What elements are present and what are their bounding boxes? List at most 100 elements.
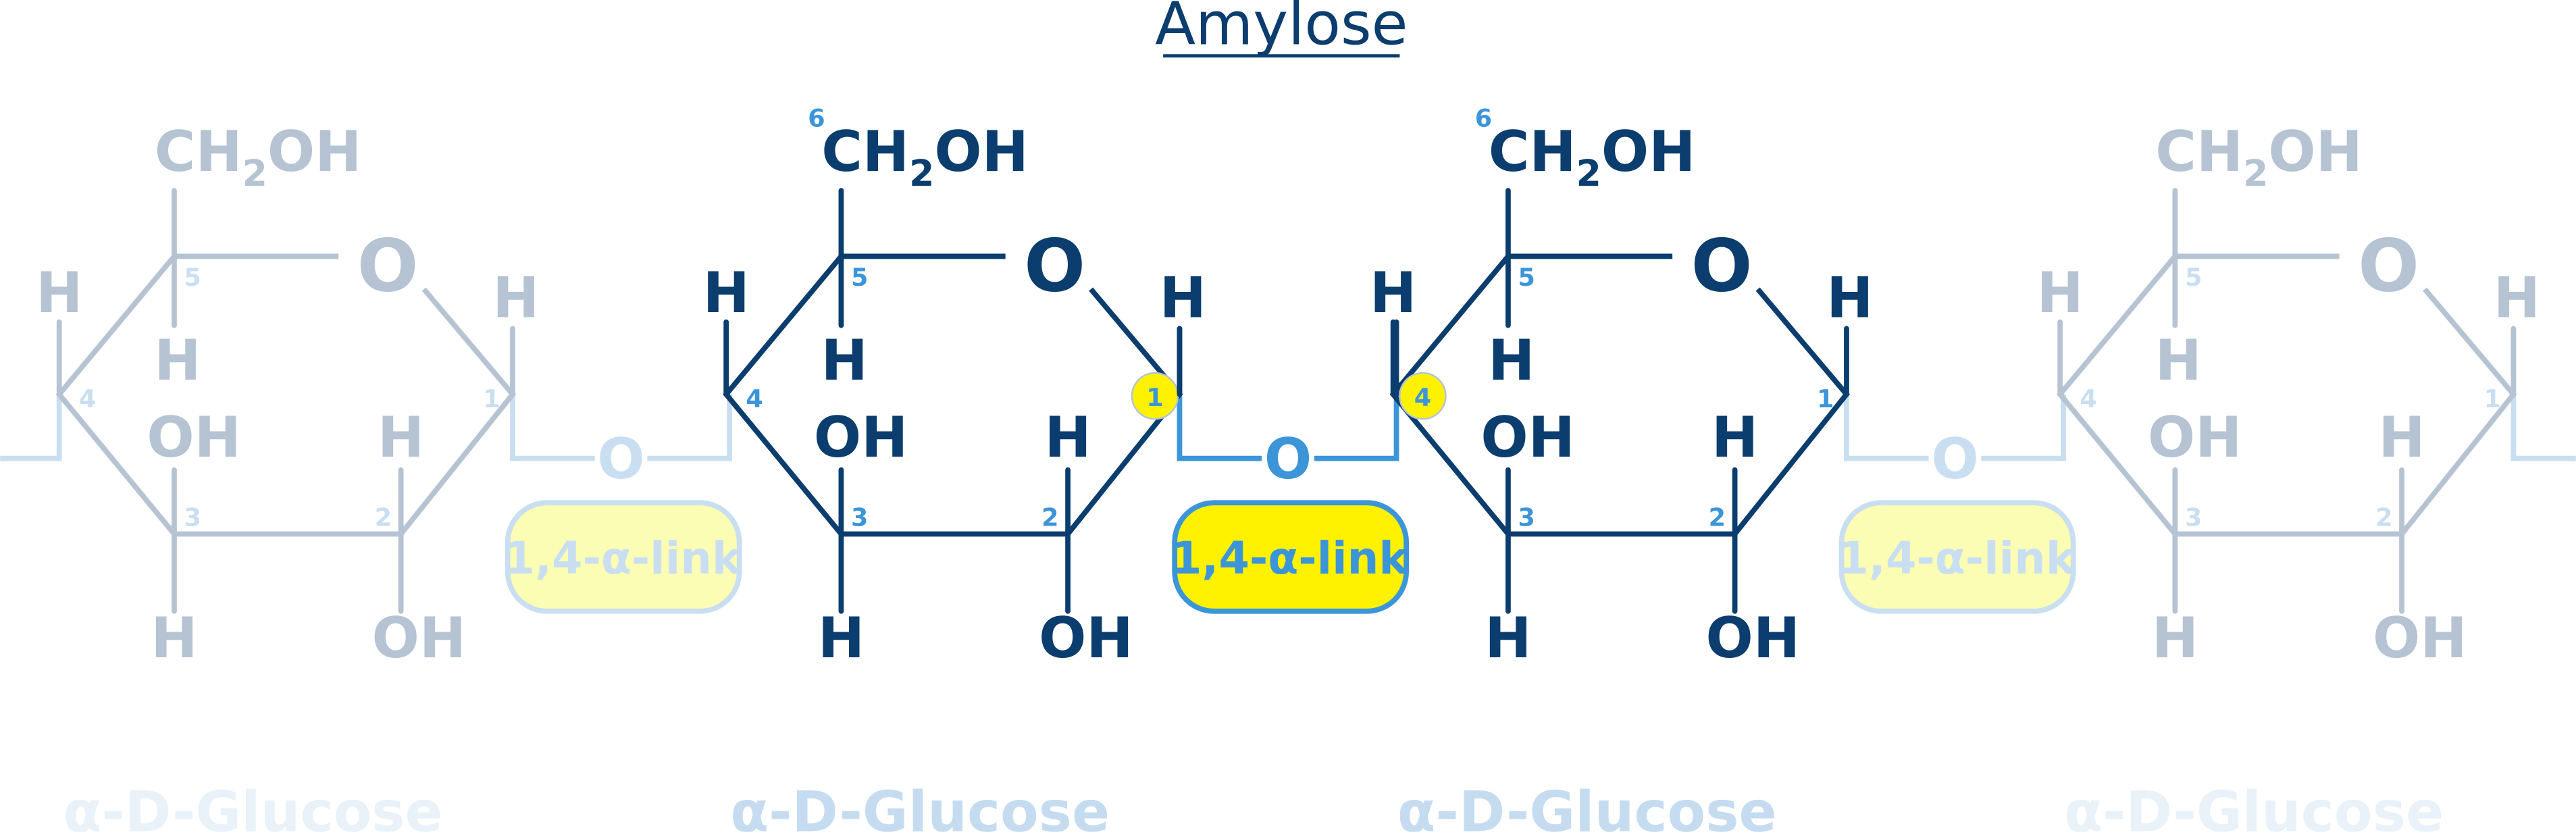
c1-h-label: H bbox=[1160, 265, 1206, 330]
link-label: 1,4-α-link bbox=[1838, 533, 2076, 584]
c2-h-label: H bbox=[1711, 405, 1758, 470]
c5-number: 5 bbox=[2185, 263, 2202, 292]
oh-text: OH bbox=[1601, 119, 1696, 184]
c2-oh-label: OH bbox=[1706, 605, 1801, 671]
glucose-unit-2: 6CH2OHOHHOHHHHOH54321α-D-Glucose bbox=[703, 103, 1206, 839]
c5-h-label: H bbox=[154, 328, 201, 393]
c4-h-label: H bbox=[2037, 260, 2084, 326]
chain-end-left bbox=[0, 394, 62, 461]
ch2-text: CH bbox=[155, 119, 242, 184]
link-badge bbox=[505, 500, 742, 614]
subscript-2: 2 bbox=[242, 152, 267, 195]
subscript-2: 2 bbox=[909, 152, 934, 195]
c1-number: 1 bbox=[2484, 384, 2501, 413]
ring-oxygen: O bbox=[357, 225, 419, 309]
chain-end-right bbox=[2510, 394, 2576, 461]
c3-oh-label: OH bbox=[147, 405, 240, 470]
c5-h-label: H bbox=[2155, 328, 2202, 393]
glycosidic-link-1: O 1,4-α-link bbox=[504, 394, 742, 614]
c5-h-label: H bbox=[1488, 328, 1535, 393]
c4-number: 4 bbox=[746, 384, 763, 413]
link-bond-right bbox=[1981, 394, 2066, 461]
link-oxygen: O bbox=[597, 426, 644, 492]
ch2-text: CH bbox=[821, 119, 909, 184]
c4-number: 4 bbox=[2080, 384, 2096, 413]
subscript-2: 2 bbox=[1576, 152, 1601, 195]
glucose-name-label: α-D-Glucose bbox=[730, 780, 1110, 836]
c4-highlight bbox=[1399, 372, 1447, 420]
c2-number: 2 bbox=[1041, 503, 1058, 532]
c1-number: 1 bbox=[483, 384, 500, 413]
c2-h-label: H bbox=[378, 405, 424, 470]
ring-oxygen: O bbox=[1024, 225, 1085, 309]
link-bond-right bbox=[1314, 394, 1399, 461]
glycosidic-link-3: O 1,4-α-link bbox=[1838, 394, 2076, 614]
glucose-name-label: α-D-Glucose bbox=[2064, 780, 2444, 836]
c3-oh-label: OH bbox=[814, 405, 908, 470]
c2-oh-label: OH bbox=[2373, 605, 2467, 671]
link-label: 1,4-α-link bbox=[1171, 533, 1410, 584]
c5-h-label: H bbox=[821, 328, 868, 393]
c3-number: 3 bbox=[184, 503, 201, 532]
ring-bonds bbox=[55, 253, 517, 537]
c4-h-label: H bbox=[703, 260, 750, 326]
c1-h-label: H bbox=[492, 265, 539, 330]
c1-number: 1 bbox=[1817, 384, 1834, 413]
c1-highlight-number: 1 bbox=[1146, 383, 1163, 412]
ch2oh-label: CH2OH bbox=[821, 119, 1029, 195]
c4-h-label: H bbox=[1370, 260, 1416, 326]
ring-bonds bbox=[2057, 253, 2517, 537]
link-badge bbox=[1838, 500, 2076, 614]
c3-number: 3 bbox=[2185, 503, 2202, 532]
c5-number: 5 bbox=[1518, 263, 1535, 292]
glycosidic-link-2: O 1,4-α-link bbox=[1171, 394, 1410, 614]
link-bond-left bbox=[1177, 394, 1262, 461]
c6-number: 6 bbox=[808, 103, 825, 132]
c3-h-label: H bbox=[2152, 605, 2198, 671]
link-label: 1,4-α-link bbox=[504, 533, 742, 584]
c3-number: 3 bbox=[851, 503, 868, 532]
c2-h-label: H bbox=[1044, 405, 1091, 470]
c2-number: 2 bbox=[375, 503, 392, 532]
c4-number: 4 bbox=[79, 384, 96, 413]
link-oxygen: O bbox=[1264, 426, 1312, 492]
diagram-title: Amylose bbox=[1155, 0, 1408, 59]
link-bond-left bbox=[510, 394, 595, 461]
ring-oxygen: O bbox=[2358, 225, 2419, 309]
c3-h-label: H bbox=[818, 605, 865, 671]
links-layer: O 1,4-α-link O 1,4-α-link O 1,4-α-link bbox=[0, 394, 2576, 614]
c3-oh-label: OH bbox=[2148, 405, 2242, 470]
c5-number: 5 bbox=[184, 263, 201, 292]
oh-text: OH bbox=[2268, 119, 2363, 184]
link-bond-right bbox=[647, 394, 732, 461]
oh-text: OH bbox=[267, 119, 362, 184]
title-group: Amylose bbox=[1155, 0, 1408, 59]
ch2oh-label: CH2OH bbox=[155, 119, 362, 195]
c1-h-label: H bbox=[2494, 265, 2540, 330]
subscript-2: 2 bbox=[2243, 152, 2268, 195]
c1-h-label: H bbox=[1826, 265, 1873, 330]
c3-h-label: H bbox=[151, 605, 197, 671]
c2-number: 2 bbox=[2375, 503, 2392, 532]
c4-highlight-number: 4 bbox=[1414, 383, 1431, 412]
c2-oh-label: OH bbox=[372, 605, 466, 671]
ring-bonds bbox=[723, 253, 1183, 537]
ch2oh-label: CH2OH bbox=[2155, 119, 2363, 195]
ch2-text: CH bbox=[1489, 119, 1576, 184]
glucose-unit-3: 6CH2OHOHHOHHHHOH54321α-D-Glucose bbox=[1370, 103, 1873, 839]
ch2-text: CH bbox=[2155, 119, 2243, 184]
c6-number: 6 bbox=[1475, 103, 1492, 132]
ring-bonds bbox=[1389, 253, 1850, 537]
oh-text: OH bbox=[934, 119, 1029, 184]
c2-h-label: H bbox=[2378, 405, 2425, 470]
c3-number: 3 bbox=[1518, 503, 1535, 532]
c3-h-label: H bbox=[1485, 605, 1531, 671]
link-badge bbox=[1172, 500, 1410, 614]
c4-h-label: H bbox=[36, 260, 82, 326]
link-oxygen: O bbox=[1931, 426, 1978, 492]
